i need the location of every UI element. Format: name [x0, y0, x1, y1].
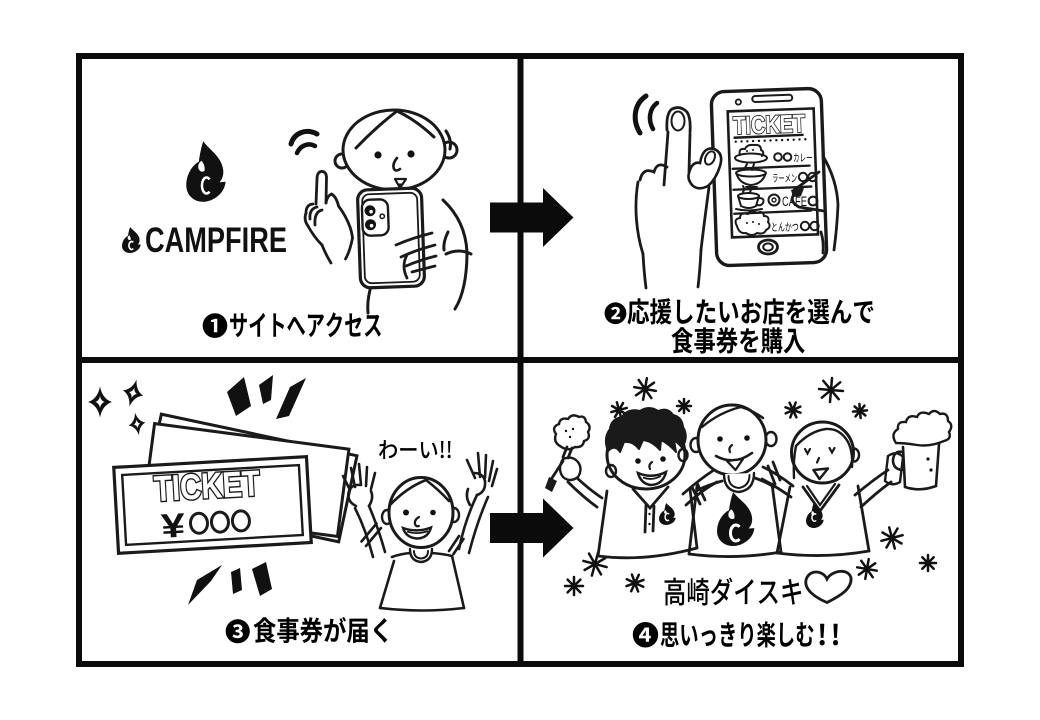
svg-text:TICKET: TICKET — [153, 462, 261, 509]
svg-text:¥: ¥ — [160, 507, 186, 546]
svg-text:CAMPFIRE: CAMPFIRE — [145, 221, 287, 260]
